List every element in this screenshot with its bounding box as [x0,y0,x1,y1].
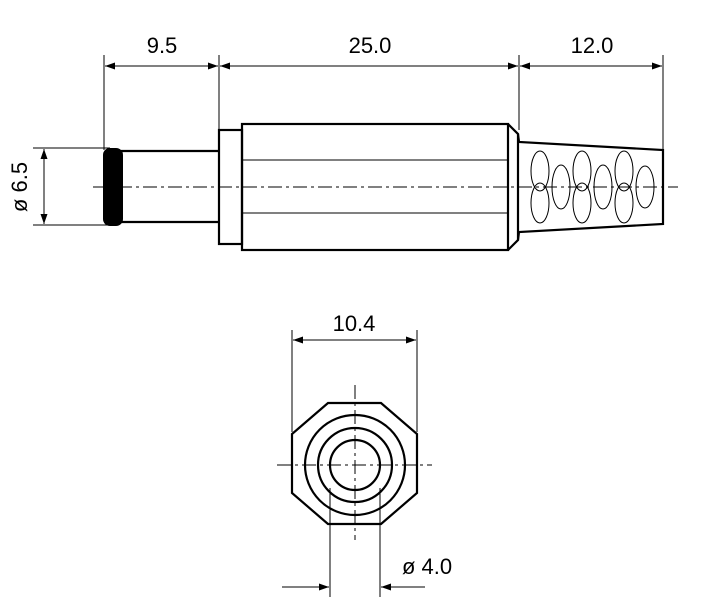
side-view: 9.5 25.0 12.0 ø 6.5 [7,33,678,252]
strain-relief-sleeve [516,133,665,241]
extension-lines [33,55,664,226]
octagon-outline [290,401,419,526]
dim-label-sleeve-length: 12.0 [571,33,614,58]
dim-label-bore-diameter: ø 4.0 [402,554,452,579]
dim-label-body-length: 25.0 [349,33,392,58]
dim-label-tip-diameter: ø 6.5 [7,162,32,212]
dim-label-tip-length: 9.5 [147,33,178,58]
end-view: 10.4 ø 4.0 [277,311,452,597]
dim-label-end-width: 10.4 [333,311,376,336]
